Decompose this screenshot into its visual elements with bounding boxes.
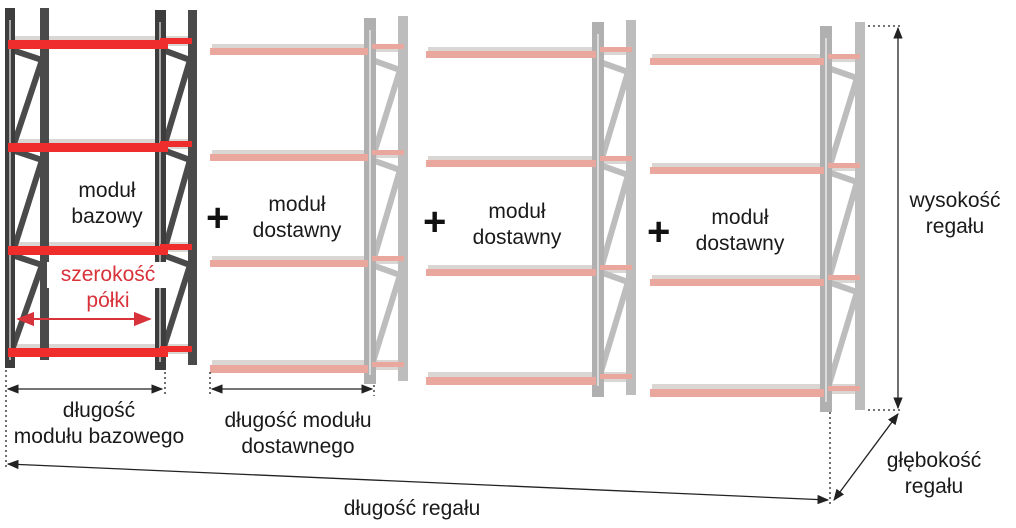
depth-label: głębokość regału bbox=[876, 448, 992, 500]
dimension-lines bbox=[5, 25, 903, 505]
addon-module-1 bbox=[210, 16, 408, 384]
base-module-label-line1: moduł bbox=[78, 179, 136, 202]
height-label-line1: wysokość bbox=[909, 189, 1001, 212]
addon-module-label-line1: moduł bbox=[488, 200, 546, 223]
plus-icon: + bbox=[206, 196, 230, 240]
base-length-label-line1: długość bbox=[62, 399, 136, 422]
addon-module-label-line1: moduł bbox=[711, 206, 769, 229]
addon-module-label-line2: dostawny bbox=[252, 219, 342, 242]
addon-module-label: moduł dostawny bbox=[677, 205, 803, 257]
plus-icon: + bbox=[647, 210, 671, 254]
addon-length-label: długość modułu dostawnego bbox=[206, 408, 390, 460]
base-length-label-line2: modułu bazowego bbox=[13, 425, 185, 448]
addon-module-2 bbox=[426, 20, 636, 397]
total-length-dimension bbox=[6, 459, 830, 505]
addon-module-label: moduł dostawny bbox=[234, 192, 360, 244]
total-length-label-text: długość regału bbox=[343, 497, 481, 520]
addon-module-label-line2: dostawny bbox=[472, 226, 562, 249]
shelf-width-label: szerokość półki bbox=[47, 262, 169, 314]
base-length-label: długość modułu bazowego bbox=[0, 398, 198, 450]
shelf-width-label-line2: półki bbox=[86, 289, 130, 312]
addon-module-label: moduł dostawny bbox=[454, 199, 580, 251]
addon-module-3 bbox=[650, 22, 865, 412]
base-module-label-line2: bazowy bbox=[71, 205, 143, 228]
height-label: wysokość regału bbox=[900, 188, 1010, 240]
depth-label-line2: regału bbox=[904, 475, 964, 498]
total-length-label: długość regału bbox=[322, 496, 502, 522]
addon-length-label-line2: dostawnego bbox=[241, 435, 355, 458]
addon-module-label-line2: dostawny bbox=[695, 232, 785, 255]
addon-length-label-line1: długość modułu bbox=[224, 409, 372, 432]
shelf-width-label-line1: szerokość bbox=[47, 262, 169, 288]
depth-dimension bbox=[833, 413, 899, 501]
depth-label-line1: głębokość bbox=[886, 449, 982, 472]
plus-icon: + bbox=[423, 200, 447, 244]
addon-module-label-line1: moduł bbox=[268, 193, 326, 216]
base-module bbox=[5, 8, 197, 370]
height-label-line2: regału bbox=[925, 215, 985, 238]
base-module-label: moduł bazowy bbox=[64, 178, 150, 230]
